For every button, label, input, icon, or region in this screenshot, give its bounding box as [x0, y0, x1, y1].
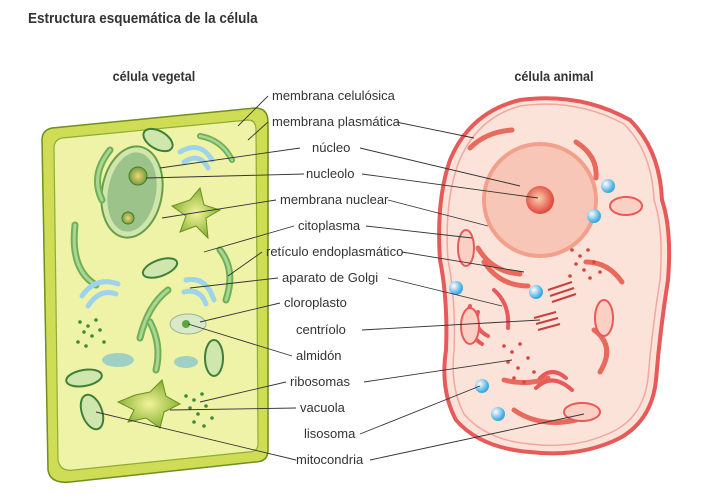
plant-vacuole-large — [116, 379, 182, 429]
label-membrana-celulosica: membrana celulósica — [272, 88, 396, 103]
animal-centrioles — [533, 281, 577, 331]
leader-lines — [95, 95, 585, 461]
plant-nucleolus — [128, 166, 148, 186]
label-membrana-plasmatica: membrana plasmática — [272, 114, 401, 129]
animal-er — [467, 127, 625, 425]
label-centriolo: centríolo — [296, 322, 346, 337]
plant-ribosomes — [76, 318, 214, 428]
label-vacuola: vacuola — [300, 400, 346, 415]
plant-small-vacuole-2 — [174, 356, 198, 368]
plant-cell — [41, 107, 269, 483]
labels: membrana celulósica membrana plasmática … — [266, 88, 403, 467]
animal-cell-title: célula animal — [514, 68, 594, 84]
animal-nucleus — [482, 142, 598, 258]
plant-er — [70, 133, 235, 374]
label-membrana-nuclear: membrana nuclear — [280, 192, 389, 207]
plant-mitochondria — [65, 127, 224, 431]
diagram-title: Estructura esquemática de la célula — [28, 10, 258, 27]
label-reticulo-endoplasmatico: retículo endoplasmático — [266, 244, 403, 259]
plant-golgi — [79, 145, 217, 309]
label-nucleo: núcleo — [312, 140, 350, 155]
animal-ribosomes — [502, 248, 602, 384]
plant-cell-title: célula vegetal — [112, 68, 196, 84]
plant-nucleus — [100, 145, 164, 239]
label-citoplasma: citoplasma — [298, 218, 361, 233]
plant-small-vacuole — [102, 353, 134, 367]
label-mitocondria: mitocondria — [296, 452, 364, 467]
label-nucleolo: nucleolo — [306, 166, 354, 181]
animal-lysosomes — [449, 179, 615, 421]
animal-cell — [437, 96, 672, 456]
label-lisosoma: lisosoma — [304, 426, 356, 441]
label-ribosomas: ribosomas — [290, 374, 350, 389]
label-cloroplasto: cloroplasto — [284, 295, 347, 310]
label-aparato-de-golgi: aparato de Golgi — [282, 270, 378, 285]
starch-granule — [182, 320, 190, 328]
animal-nucleolus — [526, 186, 554, 214]
label-almidon: almidón — [296, 348, 342, 363]
